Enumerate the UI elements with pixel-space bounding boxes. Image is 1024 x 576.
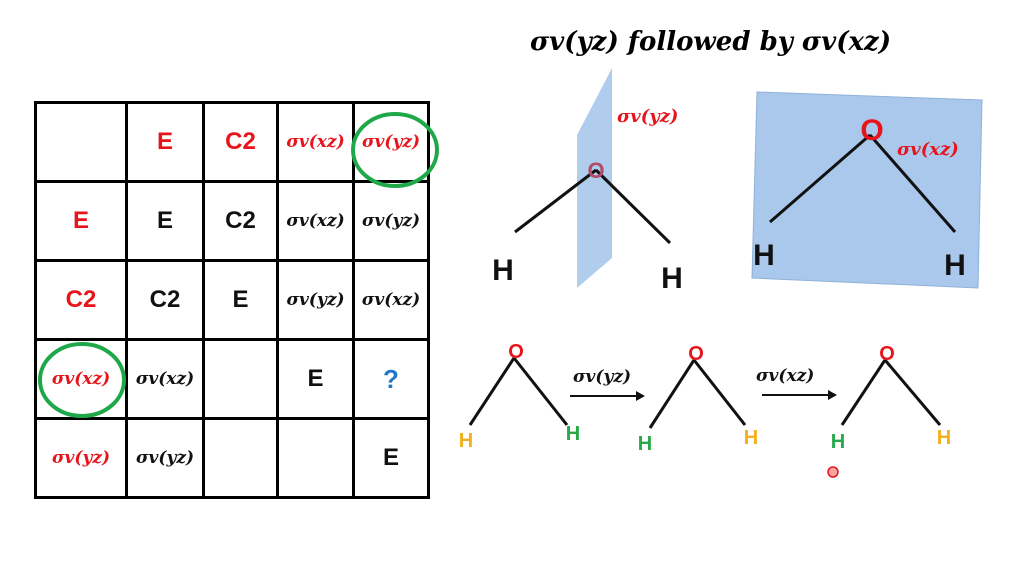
hydrogen-left-xz: H [753, 239, 775, 272]
row-header-c2: C2 [34, 259, 128, 341]
table-cell: E [276, 338, 355, 420]
hydrogen-yellow-2: H [744, 427, 758, 449]
oxygen-atom-1: O [508, 341, 524, 363]
hydrogen-left-yz: H [492, 254, 514, 287]
title-text: σv(yz) followed by σv(xz) [530, 27, 892, 57]
arrow-1-label: σv(yz) [573, 367, 631, 387]
bond-left [840, 359, 887, 426]
table-cell: σv(yz) [125, 417, 205, 499]
hydrogen-right-xz: H [944, 249, 966, 282]
unknown-cell: ? [352, 338, 430, 420]
table-cell: σv(xz) [125, 338, 205, 420]
oxygen-atom-yz: O [587, 158, 604, 183]
hydrogen-right-yz: H [661, 262, 683, 295]
table-cell: C2 [202, 180, 279, 262]
bond-right [512, 357, 569, 426]
oxygen-atom-3: O [879, 343, 895, 365]
arrow-2-label: σv(xz) [756, 366, 814, 386]
arrow-1-head [636, 391, 645, 401]
table-cell: E [202, 259, 279, 341]
bond-right [692, 359, 747, 426]
plane-yz-label: σv(yz) [617, 106, 678, 127]
header-cell-e: E [125, 101, 205, 183]
bond-right [868, 134, 957, 233]
yz-plane [577, 68, 612, 288]
hydrogen-green-3: H [831, 431, 845, 453]
bond-right [883, 359, 942, 426]
bond-right [594, 168, 672, 245]
hydrogen-green-1: H [566, 423, 580, 445]
page-title: σv(yz) followed by σv(xz) [530, 26, 891, 57]
table-cell: E [352, 417, 430, 499]
oxygen-atom-xz: O [860, 114, 883, 147]
header-cell-c2: C2 [202, 101, 279, 183]
xz-plane [751, 91, 983, 289]
bond-left [468, 357, 516, 426]
table-cell: σv(yz) [276, 259, 355, 341]
highlight-circle-header [351, 112, 439, 188]
table-cell [276, 417, 355, 499]
bond-left [514, 168, 597, 234]
table-cell: σv(xz) [352, 259, 430, 341]
table-row: σv(xz) σv(xz) E ? [34, 338, 430, 420]
hydrogen-green-2: H [638, 433, 652, 455]
table-row: C2 C2 E σv(yz) σv(xz) [34, 259, 430, 341]
plane-xz-label: σv(xz) [897, 139, 959, 160]
table-cell [202, 338, 279, 420]
table-cell: C2 [125, 259, 205, 341]
multiplication-table: E C2 σv(xz) σv(yz) E E C2 σv(xz) σv(yz) … [34, 101, 430, 499]
table-cell [202, 417, 279, 499]
row-header-sigma-yz: σv(yz) [34, 417, 128, 499]
oxygen-atom-2: O [688, 343, 704, 365]
table-cell: σv(xz) [276, 180, 355, 262]
table-row: E E C2 σv(xz) σv(yz) [34, 180, 430, 262]
table-cell: σv(yz) [352, 180, 430, 262]
header-cell-sigma-xz: σv(xz) [276, 101, 355, 183]
table-row: E C2 σv(xz) σv(yz) [34, 101, 430, 183]
table-cell: E [125, 180, 205, 262]
bond-left [769, 133, 871, 224]
bond-left [648, 359, 696, 429]
hydrogen-yellow-3: H [937, 427, 951, 449]
pointer-dot-icon [827, 466, 839, 478]
table-cell [34, 101, 128, 183]
table-row: σv(yz) σv(yz) E [34, 417, 430, 499]
hydrogen-yellow-1: H [459, 430, 473, 452]
arrow-2-head [828, 390, 837, 400]
highlight-circle-row [38, 342, 126, 418]
row-header-e: E [34, 180, 128, 262]
